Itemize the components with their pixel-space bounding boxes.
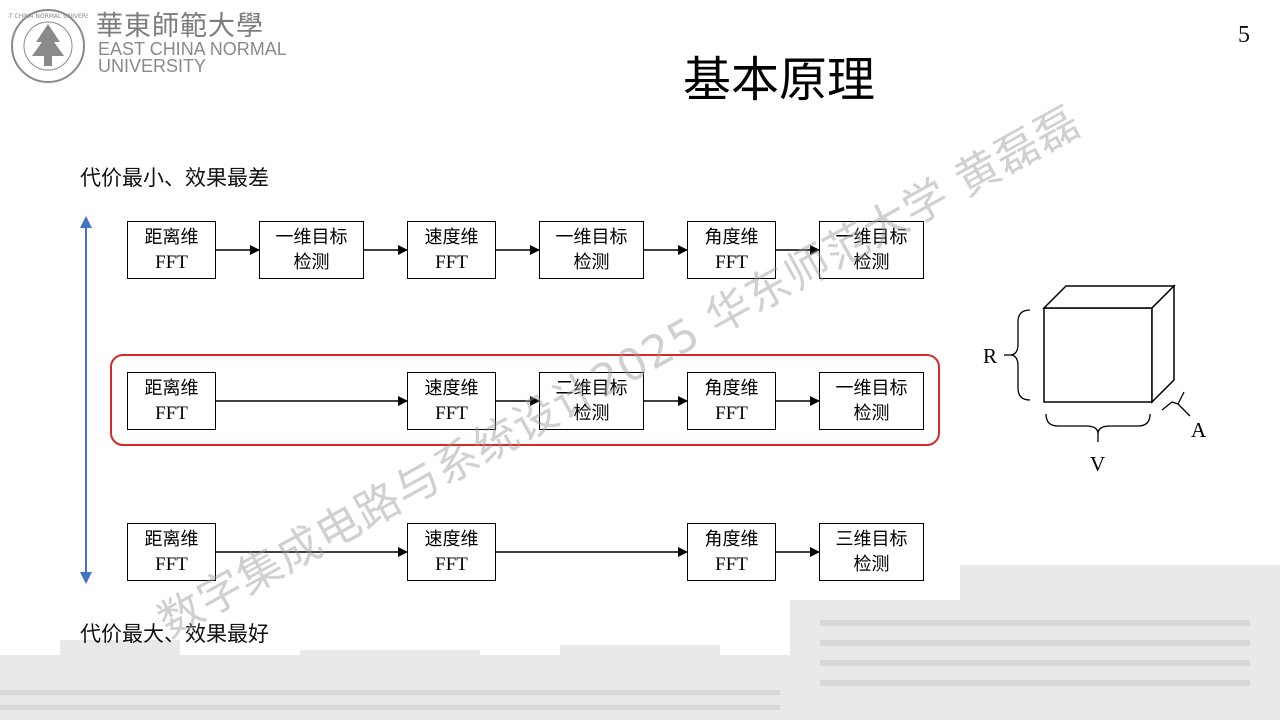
row3-block-angle-fft: 角度维 FFT (687, 523, 776, 581)
cube-front-face (1044, 308, 1152, 402)
block-label-line1: 一维目标 (836, 376, 908, 401)
cube-label-a: A (1191, 418, 1206, 443)
block-label-line1: 距离维 (145, 376, 199, 401)
row1-block-1d-detect-a: 一维目标 检测 (259, 221, 364, 279)
row2-block-angle-fft: 角度维 FFT (687, 372, 776, 430)
block-label-line1: 一维目标 (556, 225, 628, 250)
block-label-line2: 检测 (294, 250, 330, 275)
block-label-line1: 一维目标 (276, 225, 348, 250)
block-label-line1: 角度维 (705, 376, 759, 401)
row3-block-3d-detect: 三维目标 检测 (819, 523, 924, 581)
block-label-line2: FFT (435, 552, 468, 577)
block-label-line2: 检测 (854, 401, 890, 426)
block-label-line2: 检测 (854, 552, 890, 577)
block-label-line2: FFT (715, 401, 748, 426)
v-brace (1046, 414, 1150, 434)
row1-block-velocity-fft: 速度维 FFT (407, 221, 496, 279)
row2-block-range-fft: 距离维 FFT (127, 372, 216, 430)
block-label-line1: 速度维 (425, 527, 479, 552)
block-label-line1: 距离维 (145, 225, 199, 250)
block-label-line1: 三维目标 (836, 527, 908, 552)
block-label-line1: 角度维 (705, 225, 759, 250)
row1-block-range-fft: 距离维 FFT (127, 221, 216, 279)
row3-block-velocity-fft: 速度维 FFT (407, 523, 496, 581)
row2-block-1d-detect: 一维目标 检测 (819, 372, 924, 430)
block-label-line1: 距离维 (145, 527, 199, 552)
cube-label-r: R (983, 344, 997, 369)
block-label-line1: 速度维 (425, 225, 479, 250)
row1-block-1d-detect-b: 一维目标 检测 (539, 221, 644, 279)
cube-label-v: V (1090, 452, 1105, 477)
block-label-line2: FFT (155, 401, 188, 426)
block-label-line1: 速度维 (425, 376, 479, 401)
block-label-line1: 角度维 (705, 527, 759, 552)
block-label-line2: FFT (715, 552, 748, 577)
block-label-line2: FFT (155, 250, 188, 275)
block-label-line2: FFT (435, 250, 468, 275)
r-brace (1010, 310, 1030, 400)
block-label-line2: 检测 (574, 250, 610, 275)
